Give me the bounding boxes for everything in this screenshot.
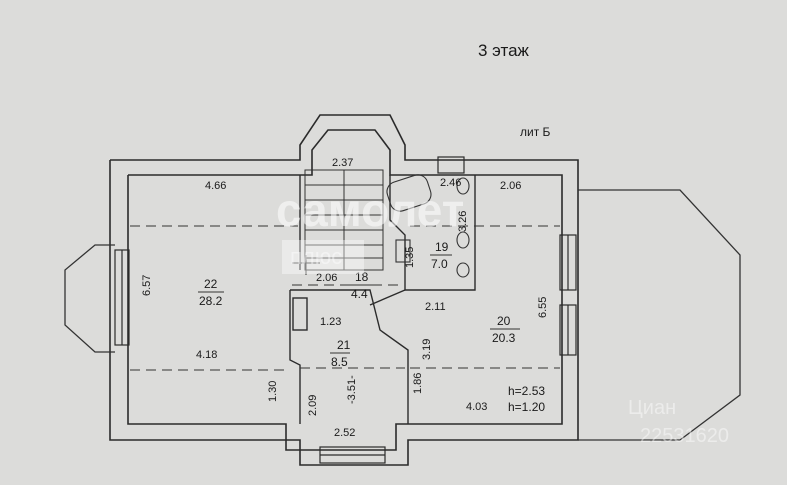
dim-label: 1.23 bbox=[320, 316, 341, 328]
bay-windows bbox=[64, 189, 741, 441]
room-number: 18 bbox=[355, 270, 369, 284]
dim-label: 6.55 bbox=[537, 297, 549, 318]
room-area: 28.2 bbox=[199, 294, 223, 308]
dimension-labels: 2.37 4.66 2.46 2.06 6.57 3.26 1.35 2.06 … bbox=[141, 157, 549, 439]
dim-label: -3.51- bbox=[346, 375, 358, 404]
dim-label: 1.35 bbox=[404, 247, 416, 268]
room-number: 20 bbox=[497, 314, 511, 328]
watermark-cian: Циан bbox=[628, 397, 676, 419]
stairs bbox=[292, 169, 384, 275]
floor-title: 3 этаж bbox=[478, 41, 530, 60]
room-number: 22 bbox=[204, 277, 218, 291]
room-labels: 22 28.2 18 4.4 19 7.0 20 20.3 21 8.5 bbox=[198, 240, 520, 369]
dimension-lines bbox=[130, 225, 560, 371]
room-number: 19 bbox=[435, 240, 449, 254]
watermark-id: 22531620 bbox=[640, 425, 729, 447]
dim-label: 2.11 bbox=[425, 301, 446, 313]
dim-label: 3.26 bbox=[457, 211, 469, 232]
dim-label: 2.06 bbox=[500, 180, 521, 192]
dim-label: 3.19 bbox=[421, 339, 433, 360]
exterior-walls bbox=[109, 114, 579, 466]
room-area: 20.3 bbox=[492, 331, 516, 345]
dim-label: 4.66 bbox=[205, 180, 226, 192]
height-label: h=2.53 bbox=[508, 384, 545, 398]
room-number: 21 bbox=[337, 338, 351, 352]
room-area: 4.4 bbox=[351, 287, 368, 301]
window-marks bbox=[114, 156, 577, 464]
dim-label: 2.06 bbox=[316, 272, 337, 284]
dim-label: 1.86 bbox=[412, 373, 424, 394]
watermark-sub: плюс bbox=[290, 244, 342, 269]
building-letter: лит Б bbox=[520, 125, 551, 139]
watermark-brand: самолет bbox=[276, 184, 464, 236]
room-area: 7.0 bbox=[431, 257, 448, 271]
dim-label: 6.57 bbox=[141, 275, 153, 296]
bath-fixtures bbox=[386, 174, 470, 278]
dim-label: 4.18 bbox=[196, 349, 217, 361]
dim-label: 1.30 bbox=[267, 381, 279, 402]
watermark: самолет плюс Циан 22531620 bbox=[276, 184, 729, 447]
dim-label: 2.09 bbox=[307, 395, 319, 416]
dim-label: 4.03 bbox=[466, 401, 487, 413]
room-area: 8.5 bbox=[331, 355, 348, 369]
dim-label: 2.37 bbox=[332, 157, 353, 169]
dim-label: 2.46 bbox=[440, 177, 461, 189]
height-label: h=1.20 bbox=[508, 400, 545, 414]
dim-label: 2.52 bbox=[334, 427, 355, 439]
